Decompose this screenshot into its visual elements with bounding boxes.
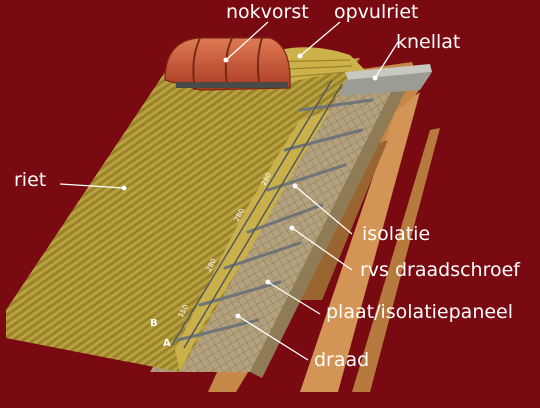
- label-nokvorst: nokvorst: [226, 1, 309, 23]
- thatch-layer: [6, 58, 360, 372]
- ridge-tiles: [164, 37, 291, 91]
- leader-lines: [59, 21, 399, 361]
- label-knellat: knellat: [396, 31, 460, 53]
- binding-wire: [171, 79, 343, 349]
- label-riet: riet: [14, 169, 46, 191]
- label-isolatie: isolatie: [362, 223, 430, 245]
- marker-a: A: [163, 338, 171, 349]
- label-draad: draad: [314, 349, 369, 371]
- label-opvulriet: opvulriet: [334, 1, 418, 23]
- marker-b: B: [150, 318, 158, 329]
- knellat-batten: [340, 64, 432, 96]
- position-markers: A B: [150, 318, 171, 349]
- label-plaat-isolatiepaneel: plaat/isolatiepaneel: [326, 301, 513, 323]
- part-labels: nokvorst opvulriet knellat riet isolatie…: [14, 1, 521, 371]
- label-rvs-draadschroef: rvs draadschroef: [360, 259, 521, 281]
